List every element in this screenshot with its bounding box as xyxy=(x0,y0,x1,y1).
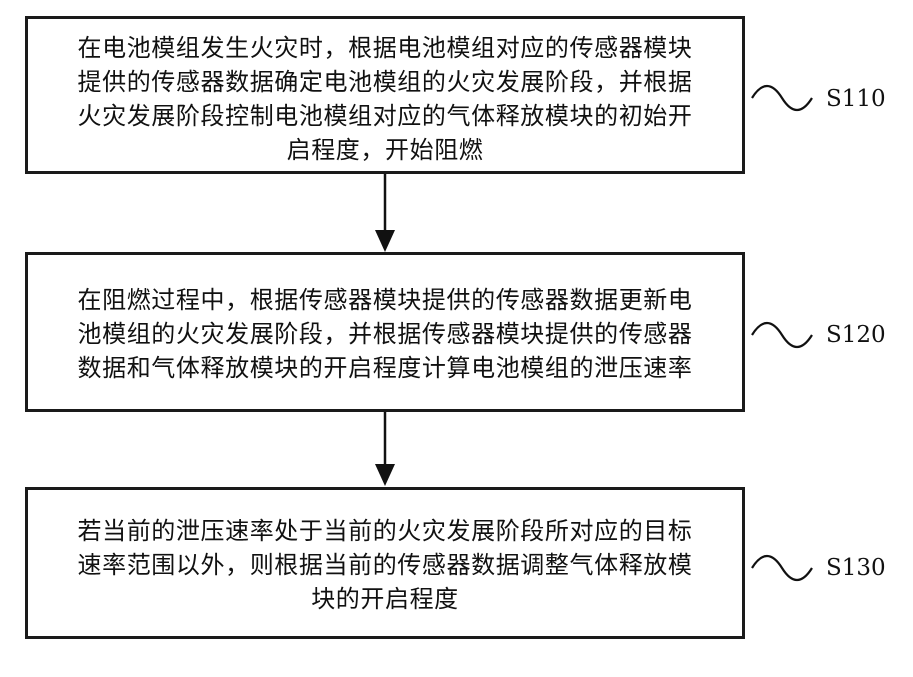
step-label-s110: S110 xyxy=(826,86,886,112)
arrow-s110-to-s120 xyxy=(375,174,395,252)
wavy-connector-s110 xyxy=(752,86,812,110)
wavy-connector-s120 xyxy=(752,323,812,347)
arrow-s120-to-s130 xyxy=(375,412,395,486)
step-label-s130: S130 xyxy=(826,555,886,581)
step-label-s120: S120 xyxy=(826,322,886,348)
wavy-connector-s130 xyxy=(752,556,812,580)
